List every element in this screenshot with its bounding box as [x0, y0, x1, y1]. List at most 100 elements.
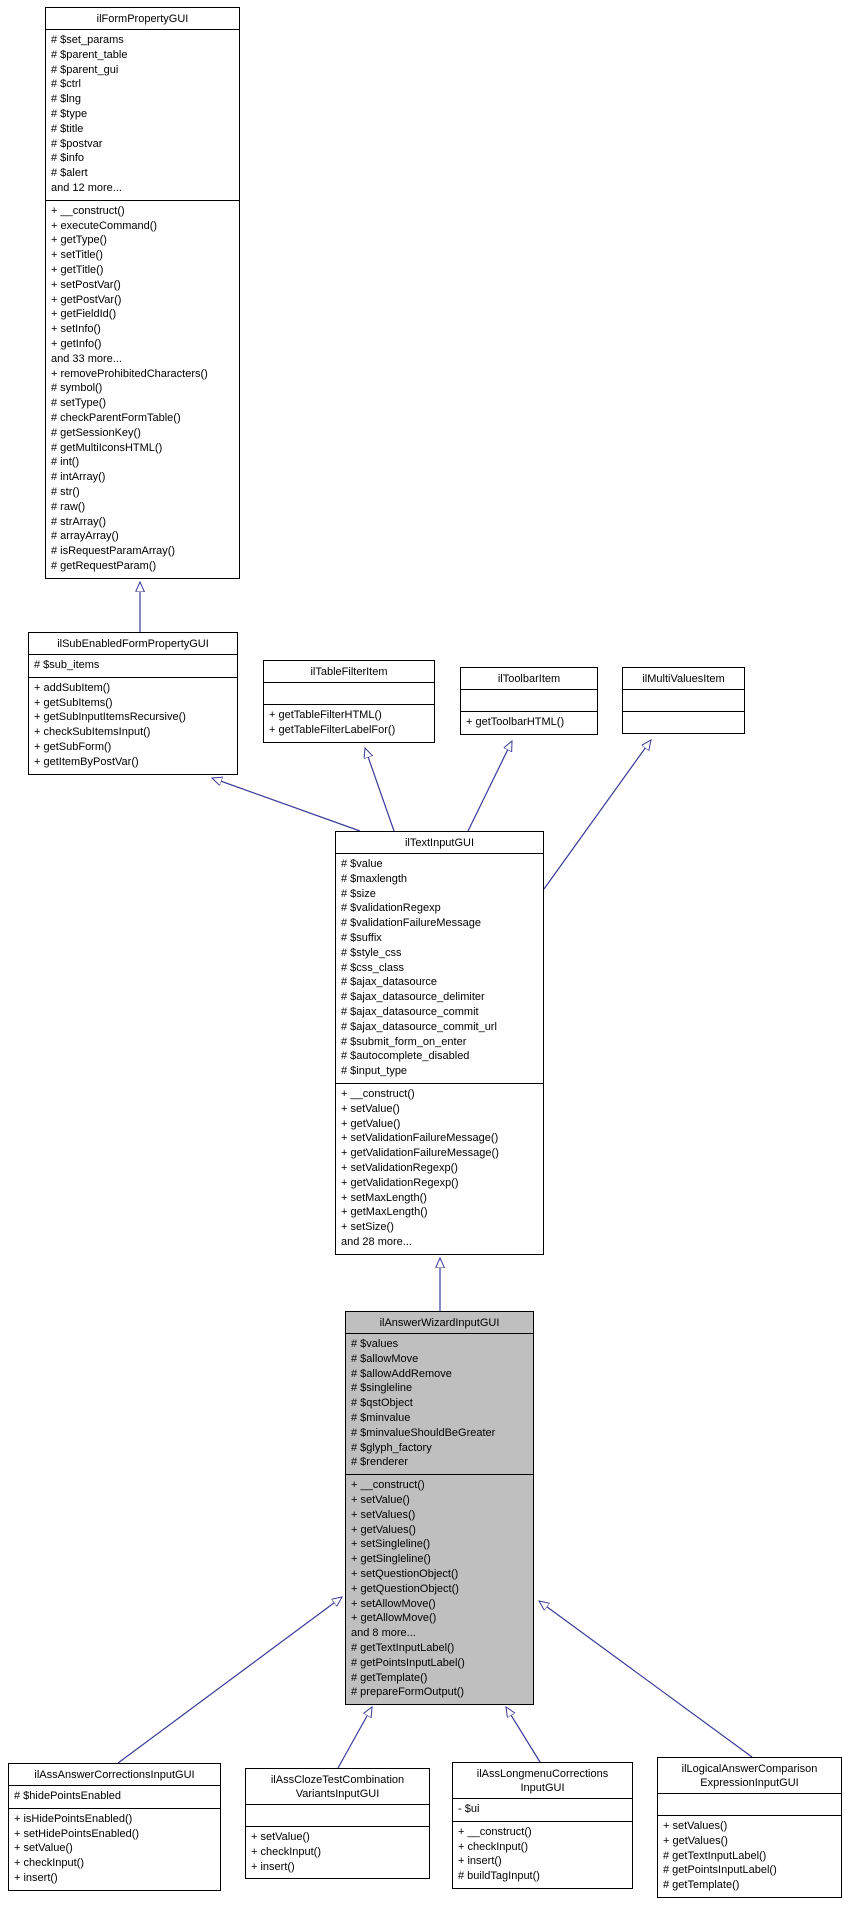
class-methods-section — [623, 712, 744, 733]
attribute-row: # $ajax_datasource — [341, 976, 438, 989]
method-row: + setAllowMove() — [351, 1597, 436, 1610]
attribute-row: # $parent_table — [51, 48, 128, 61]
class-box-ilAssLongmenuCorrectionsInputGUI[interactable]: ilAssLongmenuCorrections InputGUI- $ui+ … — [452, 1762, 633, 1889]
attribute-row: # $autocomplete_disabled — [341, 1050, 470, 1063]
attribute-row: # $size — [341, 887, 376, 900]
attribute-row: # $allowMove — [351, 1352, 419, 1365]
attribute-row: # $css_class — [341, 961, 404, 974]
class-attributes-section — [246, 1805, 429, 1827]
attribute-row: # $type — [51, 107, 88, 120]
class-box-ilAssAnswerCorrectionsInputGUI[interactable]: ilAssAnswerCorrectionsInputGUI # $hidePoi… — [8, 1763, 221, 1891]
attribute-row: - $ui — [458, 1803, 480, 1815]
attribute-row: # $minvalueShouldBeGreater — [351, 1426, 496, 1439]
method-row: + setValue() — [351, 1493, 410, 1506]
method-row: + getAllowMove() — [351, 1612, 437, 1625]
class-attributes-section: # $values # $allowMove # $allowAddRemove # … — [346, 1334, 533, 1476]
class-box-ilLogicalAnswerComparisonExpressionInputGUI[interactable]: ilLogicalAnswerComparison ExpressionInpu… — [657, 1757, 842, 1898]
class-methods-section: + isHidePointsEnabled()+ setHidePointsEn… — [9, 1809, 220, 1890]
inheritance-arrow-ilTextInputGUI-to-ilToolbarItem — [467, 741, 513, 832]
method-row: and 28 more... — [341, 1235, 412, 1248]
class-name: ilTableFilterItem — [264, 661, 434, 683]
method-row: + isHidePointsEnabled() — [14, 1812, 133, 1825]
attribute-row: # $maxlength — [341, 872, 408, 885]
class-methods-section: + setValues()+ getValues()# getTextInput… — [658, 1816, 841, 1897]
method-row: + checkInput() — [251, 1845, 322, 1858]
attribute-row: and 12 more... — [51, 181, 122, 194]
method-row: + getValue() — [341, 1117, 401, 1130]
method-row: + setMaxLength() — [341, 1191, 427, 1204]
method-row: + __construct() — [351, 1479, 425, 1492]
class-methods-section: + __construct()+ checkInput()+ insert()#… — [453, 1822, 632, 1888]
attribute-row: # $postvar — [51, 137, 103, 150]
class-box-ilMultiValuesItem[interactable]: ilMultiValuesItem — [622, 667, 745, 734]
class-name: ilAssAnswerCorrectionsInputGUI — [9, 1764, 220, 1786]
attribute-row: # $alert — [51, 167, 88, 180]
class-box-ilFormPropertyGUI[interactable]: ilFormPropertyGUI# $set_params# $parent_… — [45, 7, 240, 579]
method-row: + addSubItem() — [34, 681, 111, 694]
method-row: + getTableFilterHTML() — [269, 709, 382, 721]
class-box-ilSubEnabledFormPropertyGUI[interactable]: ilSubEnabledFormPropertyGUI# $sub_items+… — [28, 632, 238, 775]
class-attributes-section — [658, 1794, 841, 1816]
method-row: + getSingleline() — [351, 1553, 431, 1566]
method-row: + removeProhibitedCharacters() — [51, 367, 208, 380]
attribute-row: # $allowAddRemove — [351, 1367, 452, 1380]
attribute-row: # $input_type — [341, 1065, 408, 1078]
method-row: + getItemByPostVar() — [34, 755, 139, 768]
attribute-row: # $style_css — [341, 946, 402, 959]
attribute-row: # $set_params — [51, 34, 124, 46]
method-row: # raw() — [51, 500, 86, 513]
method-row: + getInfo() — [51, 337, 102, 350]
method-row: # strArray() — [51, 515, 106, 528]
attribute-row: # $submit_form_on_enter — [341, 1035, 467, 1048]
method-row: + getMaxLength() — [341, 1206, 428, 1219]
method-row: # checkParentFormTable() — [51, 411, 181, 424]
method-row: + setValidationRegexp() — [341, 1161, 458, 1174]
attribute-row: # $parent_gui — [51, 63, 119, 76]
class-box-ilToolbarItem[interactable]: ilToolbarItem+ getToolbarHTML() — [460, 667, 598, 735]
method-row: # getMultiIconsHTML() — [51, 441, 163, 454]
method-row: # int() — [51, 456, 80, 469]
method-row: + getFieldId() — [51, 308, 117, 321]
method-row: # getPointsInputLabel() — [663, 1864, 777, 1877]
inheritance-arrow-ilTextInputGUI-to-ilSubEnabledFormPropertyGUI — [212, 778, 361, 832]
method-row: # intArray() — [51, 471, 106, 484]
attribute-row: # $values — [351, 1338, 399, 1350]
method-row: + getSubItems() — [34, 696, 113, 709]
method-row: + getTableFilterLabelFor() — [269, 723, 396, 736]
inheritance-arrow-ilAssLongmenuCorrectionsInputGUI-to-ilAnswerWizardInputGUI — [506, 1707, 541, 1763]
method-row: # getTextInputLabel() — [351, 1641, 455, 1654]
method-row: # getTemplate() — [663, 1879, 740, 1892]
method-row: + setPostVar() — [51, 278, 121, 291]
method-row: and 8 more... — [351, 1627, 416, 1640]
class-box-ilTextInputGUI[interactable]: ilTextInputGUI# $value# $maxlength# $siz… — [335, 831, 544, 1255]
attribute-row: # $value — [341, 858, 383, 870]
method-row: + setSize() — [341, 1221, 394, 1234]
class-box-ilAnswerWizardInputGUI: ilAnswerWizardInputGUI# $values# $allowM… — [345, 1311, 534, 1706]
class-methods-section: + __construct() + setValue() + getValue() +… — [336, 1084, 543, 1254]
attribute-row: # $singleline — [351, 1382, 413, 1395]
method-row: + setQuestionObject() — [351, 1567, 459, 1580]
method-row: # getTemplate() — [351, 1671, 428, 1684]
method-row: + getSubInputItemsRecursive() — [34, 711, 186, 724]
class-methods-section: + getToolbarHTML() — [461, 712, 597, 734]
method-row: + getQuestionObject() — [351, 1582, 459, 1595]
method-row: # setType() — [51, 397, 107, 410]
class-box-ilAssClozeTestCombinationVariantsInputGUI[interactable]: ilAssClozeTestCombination VariantsInputG… — [245, 1768, 430, 1880]
inheritance-arrow-ilLogicalAnswerComparisonExpressionInputGUI-to-ilAnswerWizardInputGUI — [539, 1601, 753, 1758]
attribute-row: # $hidePointsEnabled — [14, 1790, 122, 1802]
class-attributes-section: # $value# $maxlength# $size# $validation… — [336, 854, 543, 1084]
method-row: + getTitle() — [51, 263, 104, 276]
method-row: + setSingleline() — [351, 1538, 431, 1551]
method-row: + getValues() — [351, 1523, 416, 1536]
class-methods-section: + setValue()+ checkInput()+ insert() — [246, 1827, 429, 1878]
class-attributes-section: # $hidePointsEnabled — [9, 1786, 220, 1809]
method-row: + setValue() — [341, 1102, 400, 1115]
method-row: + getSubForm() — [34, 740, 112, 753]
class-methods-section: + __construct()+ executeCommand()+ getTy… — [46, 201, 239, 578]
class-name: ilLogicalAnswerComparison ExpressionInpu… — [658, 1758, 841, 1794]
class-name: ilAssClozeTestCombination VariantsInputG… — [246, 1769, 429, 1805]
class-box-ilTableFilterItem[interactable]: ilTableFilterItem + getTableFilterHTML() +… — [263, 660, 435, 743]
method-row: # getPointsInputLabel() — [351, 1656, 465, 1669]
method-row: + __construct() — [341, 1087, 415, 1100]
